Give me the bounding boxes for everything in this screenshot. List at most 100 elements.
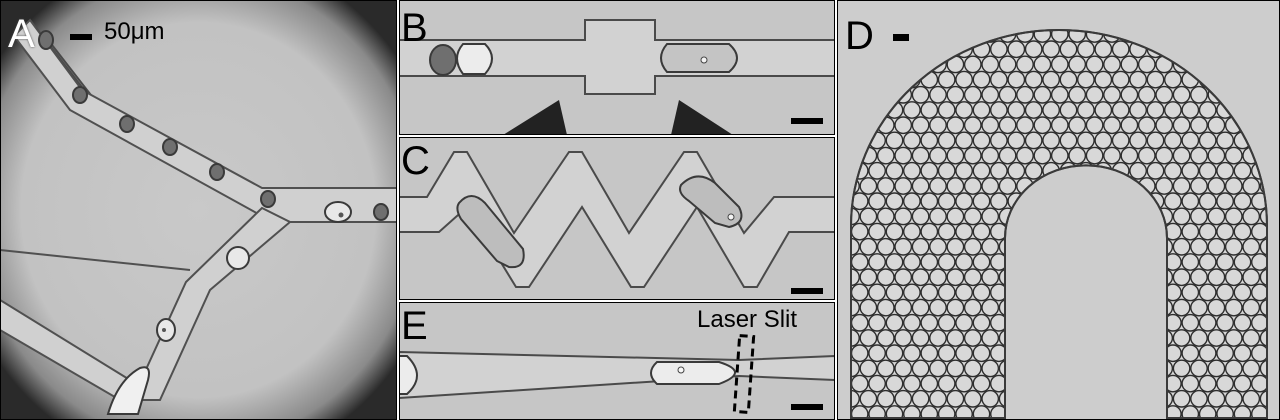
- droplet: [963, 237, 982, 256]
- panel-a-scale-bar: [70, 34, 92, 40]
- droplet: [911, 207, 930, 226]
- droplet: [955, 70, 974, 89]
- droplet: [920, 374, 939, 393]
- droplet: [972, 192, 991, 211]
- droplet: [1085, 55, 1104, 74]
- droplet-e-center: [650, 361, 736, 385]
- droplet: [1085, 85, 1104, 104]
- droplet: [1242, 329, 1261, 347]
- droplet: [859, 268, 878, 287]
- droplet: [1207, 389, 1226, 408]
- droplet: [963, 389, 982, 408]
- droplet: [885, 222, 904, 241]
- droplet: [946, 177, 965, 195]
- droplet: [946, 85, 965, 104]
- droplet: [1007, 70, 1026, 89]
- droplet: [955, 131, 974, 150]
- droplet: [972, 344, 991, 363]
- droplet: [981, 359, 1000, 378]
- droplet: [1076, 101, 1095, 119]
- droplet: [1216, 313, 1234, 332]
- droplet: [1190, 298, 1208, 317]
- droplet: [1190, 207, 1208, 226]
- droplet: [851, 177, 860, 195]
- electrode-right: [671, 100, 733, 135]
- panel-c-label: C: [401, 139, 430, 183]
- droplet: [1146, 101, 1165, 119]
- droplet: [920, 253, 939, 271]
- droplet: [989, 40, 1008, 59]
- droplet: [1129, 161, 1147, 180]
- droplet: [1207, 359, 1226, 378]
- droplet: [937, 253, 956, 271]
- droplet: [911, 359, 930, 378]
- droplet: [937, 374, 956, 393]
- panel-c-micrograph: [399, 137, 835, 300]
- droplet: [885, 192, 904, 211]
- droplet: [851, 329, 860, 347]
- droplet: [981, 146, 1000, 165]
- droplet: [1259, 389, 1267, 408]
- droplet: [885, 253, 904, 271]
- droplet: [937, 405, 956, 418]
- droplet: [937, 283, 956, 302]
- droplet: [1120, 55, 1139, 74]
- droplet: [920, 344, 939, 363]
- droplet: [963, 55, 982, 74]
- droplet: [1198, 161, 1217, 180]
- droplet: [1207, 177, 1226, 195]
- droplet: [1207, 298, 1226, 317]
- droplet: [1172, 329, 1191, 347]
- droplet: [1076, 131, 1095, 150]
- droplet: [851, 207, 860, 226]
- droplet: [1016, 85, 1034, 104]
- droplet: [1242, 207, 1261, 226]
- droplet: [1172, 116, 1191, 135]
- droplet: [894, 389, 913, 408]
- droplet: [1207, 146, 1226, 165]
- droplet: [920, 101, 939, 119]
- droplet: [920, 313, 939, 332]
- droplet: [903, 313, 921, 332]
- electrode-left: [503, 100, 567, 135]
- droplet: [929, 85, 947, 104]
- droplet: [1172, 146, 1191, 165]
- droplet: [981, 116, 1000, 135]
- droplet: [851, 237, 860, 256]
- panel-e-micrograph: [399, 302, 835, 420]
- droplet: [1242, 389, 1261, 408]
- droplet: [955, 283, 974, 302]
- droplet: [920, 222, 939, 241]
- droplet: [1198, 131, 1217, 150]
- droplet: [1242, 298, 1261, 317]
- droplet: [1068, 146, 1087, 165]
- droplet: [903, 131, 921, 150]
- droplet: [1207, 329, 1226, 347]
- droplet: [1233, 161, 1252, 180]
- droplet: [937, 222, 956, 241]
- droplet: [1198, 344, 1217, 363]
- droplet: [1163, 161, 1182, 180]
- droplet: [955, 405, 974, 418]
- droplet: [1224, 207, 1243, 226]
- droplet: [972, 101, 991, 119]
- panel-a-micrograph: [0, 0, 397, 420]
- droplet: [1181, 222, 1200, 241]
- droplet: [1190, 116, 1208, 135]
- panel-b: B: [399, 0, 835, 135]
- droplet: [1233, 222, 1252, 241]
- droplet: [868, 344, 886, 363]
- droplet: [1094, 40, 1113, 59]
- droplet: [981, 298, 1000, 317]
- droplet: [1198, 101, 1217, 119]
- droplet: [998, 55, 1017, 74]
- panel-a: A 50μm: [0, 0, 397, 420]
- droplet: [911, 298, 930, 317]
- droplet: [963, 298, 982, 317]
- droplet: [868, 374, 886, 393]
- droplet-b-dark: [429, 44, 457, 76]
- droplet: [894, 268, 913, 287]
- droplet: [1181, 374, 1200, 393]
- droplet: [1190, 177, 1208, 195]
- droplet: [955, 192, 974, 211]
